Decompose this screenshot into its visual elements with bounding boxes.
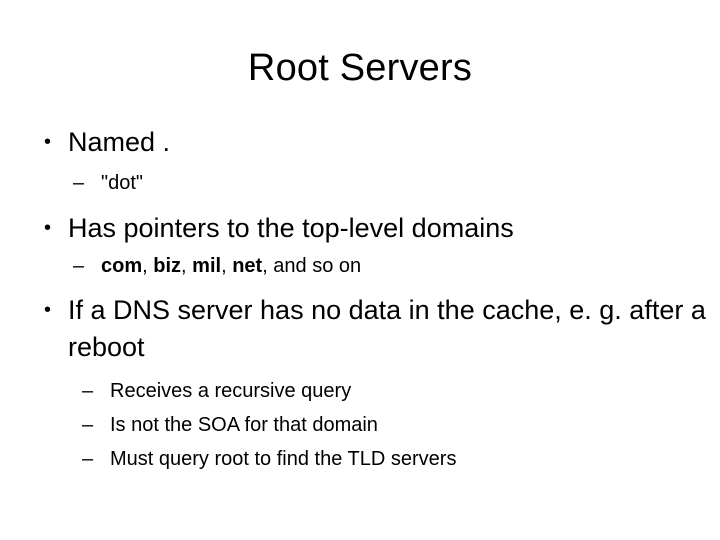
dash-icon: – [73, 255, 85, 277]
sub-bullet-item-label: com, biz, mil, net, and so on [101, 255, 362, 277]
bullet-item-named: • Named . [0, 124, 720, 161]
sub-bullet-item-label: "dot" [101, 172, 144, 194]
bullet-item-label: Has pointers to the top-level domains [68, 213, 514, 243]
dash-icon: – [73, 172, 85, 194]
sub-bullet-item-label: Must query root to find the TLD servers [110, 448, 457, 470]
sub-bullet-item-label: Receives a recursive query [110, 380, 352, 402]
sub-bullet-item-query-root: – Must query root to find the TLD server… [0, 445, 720, 474]
sub-bullet-item-dot: – "dot" [0, 169, 720, 198]
dash-icon: – [82, 380, 94, 402]
bullet-dot-icon: • [44, 217, 52, 239]
dash-icon: – [82, 448, 94, 470]
dash-icon: – [82, 414, 94, 436]
bullet-item-label: If a DNS server has no data in the cache… [68, 295, 706, 362]
spacer [0, 366, 720, 377]
slide-body: • Named . – "dot" • Has pointers to the … [0, 124, 720, 474]
page-title: Root Servers [247, 47, 473, 89]
sub-bullet-item-tlds: – com, biz, mil, net, and so on [0, 252, 720, 281]
sub-bullet-item-recursive-query: – Receives a recursive query [0, 377, 720, 406]
spacer [0, 281, 720, 292]
bullet-dot-icon: • [44, 299, 52, 321]
spacer [0, 198, 720, 210]
bullet-dot-icon: • [44, 131, 52, 153]
bullet-item-label: Named . [68, 127, 171, 157]
sub-bullet-item-label: Is not the SOA for that domain [110, 414, 378, 436]
sub-bullet-item-not-soa: – Is not the SOA for that domain [0, 411, 720, 440]
spacer [0, 161, 720, 169]
bullet-item-no-cache-data: • If a DNS server has no data in the cac… [0, 292, 720, 366]
bullet-item-pointers: • Has pointers to the top-level domains [0, 210, 720, 247]
